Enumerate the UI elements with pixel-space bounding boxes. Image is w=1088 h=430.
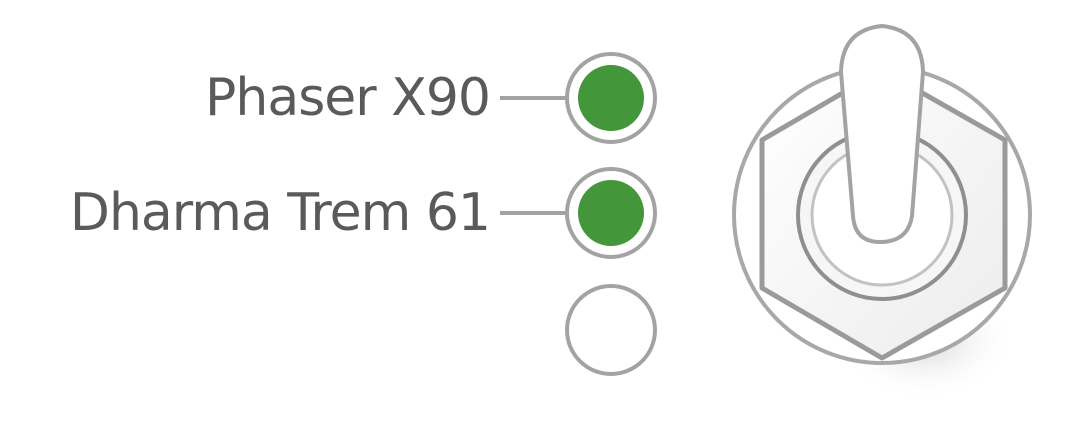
led-indicator-phaser[interactable] <box>565 52 657 144</box>
led-on-icon <box>578 180 644 246</box>
toggle-switch[interactable] <box>720 10 1060 420</box>
toggle-lever-outline <box>838 23 926 245</box>
connector-line <box>500 211 566 215</box>
led-indicator-empty[interactable] <box>565 284 657 376</box>
led-on-icon <box>578 65 644 131</box>
connector-line <box>500 96 566 100</box>
indicator-label: Phaser X90 <box>205 68 491 128</box>
indicator-label: Dharma Trem 61 <box>69 183 491 243</box>
led-indicator-dharma[interactable] <box>565 167 657 259</box>
